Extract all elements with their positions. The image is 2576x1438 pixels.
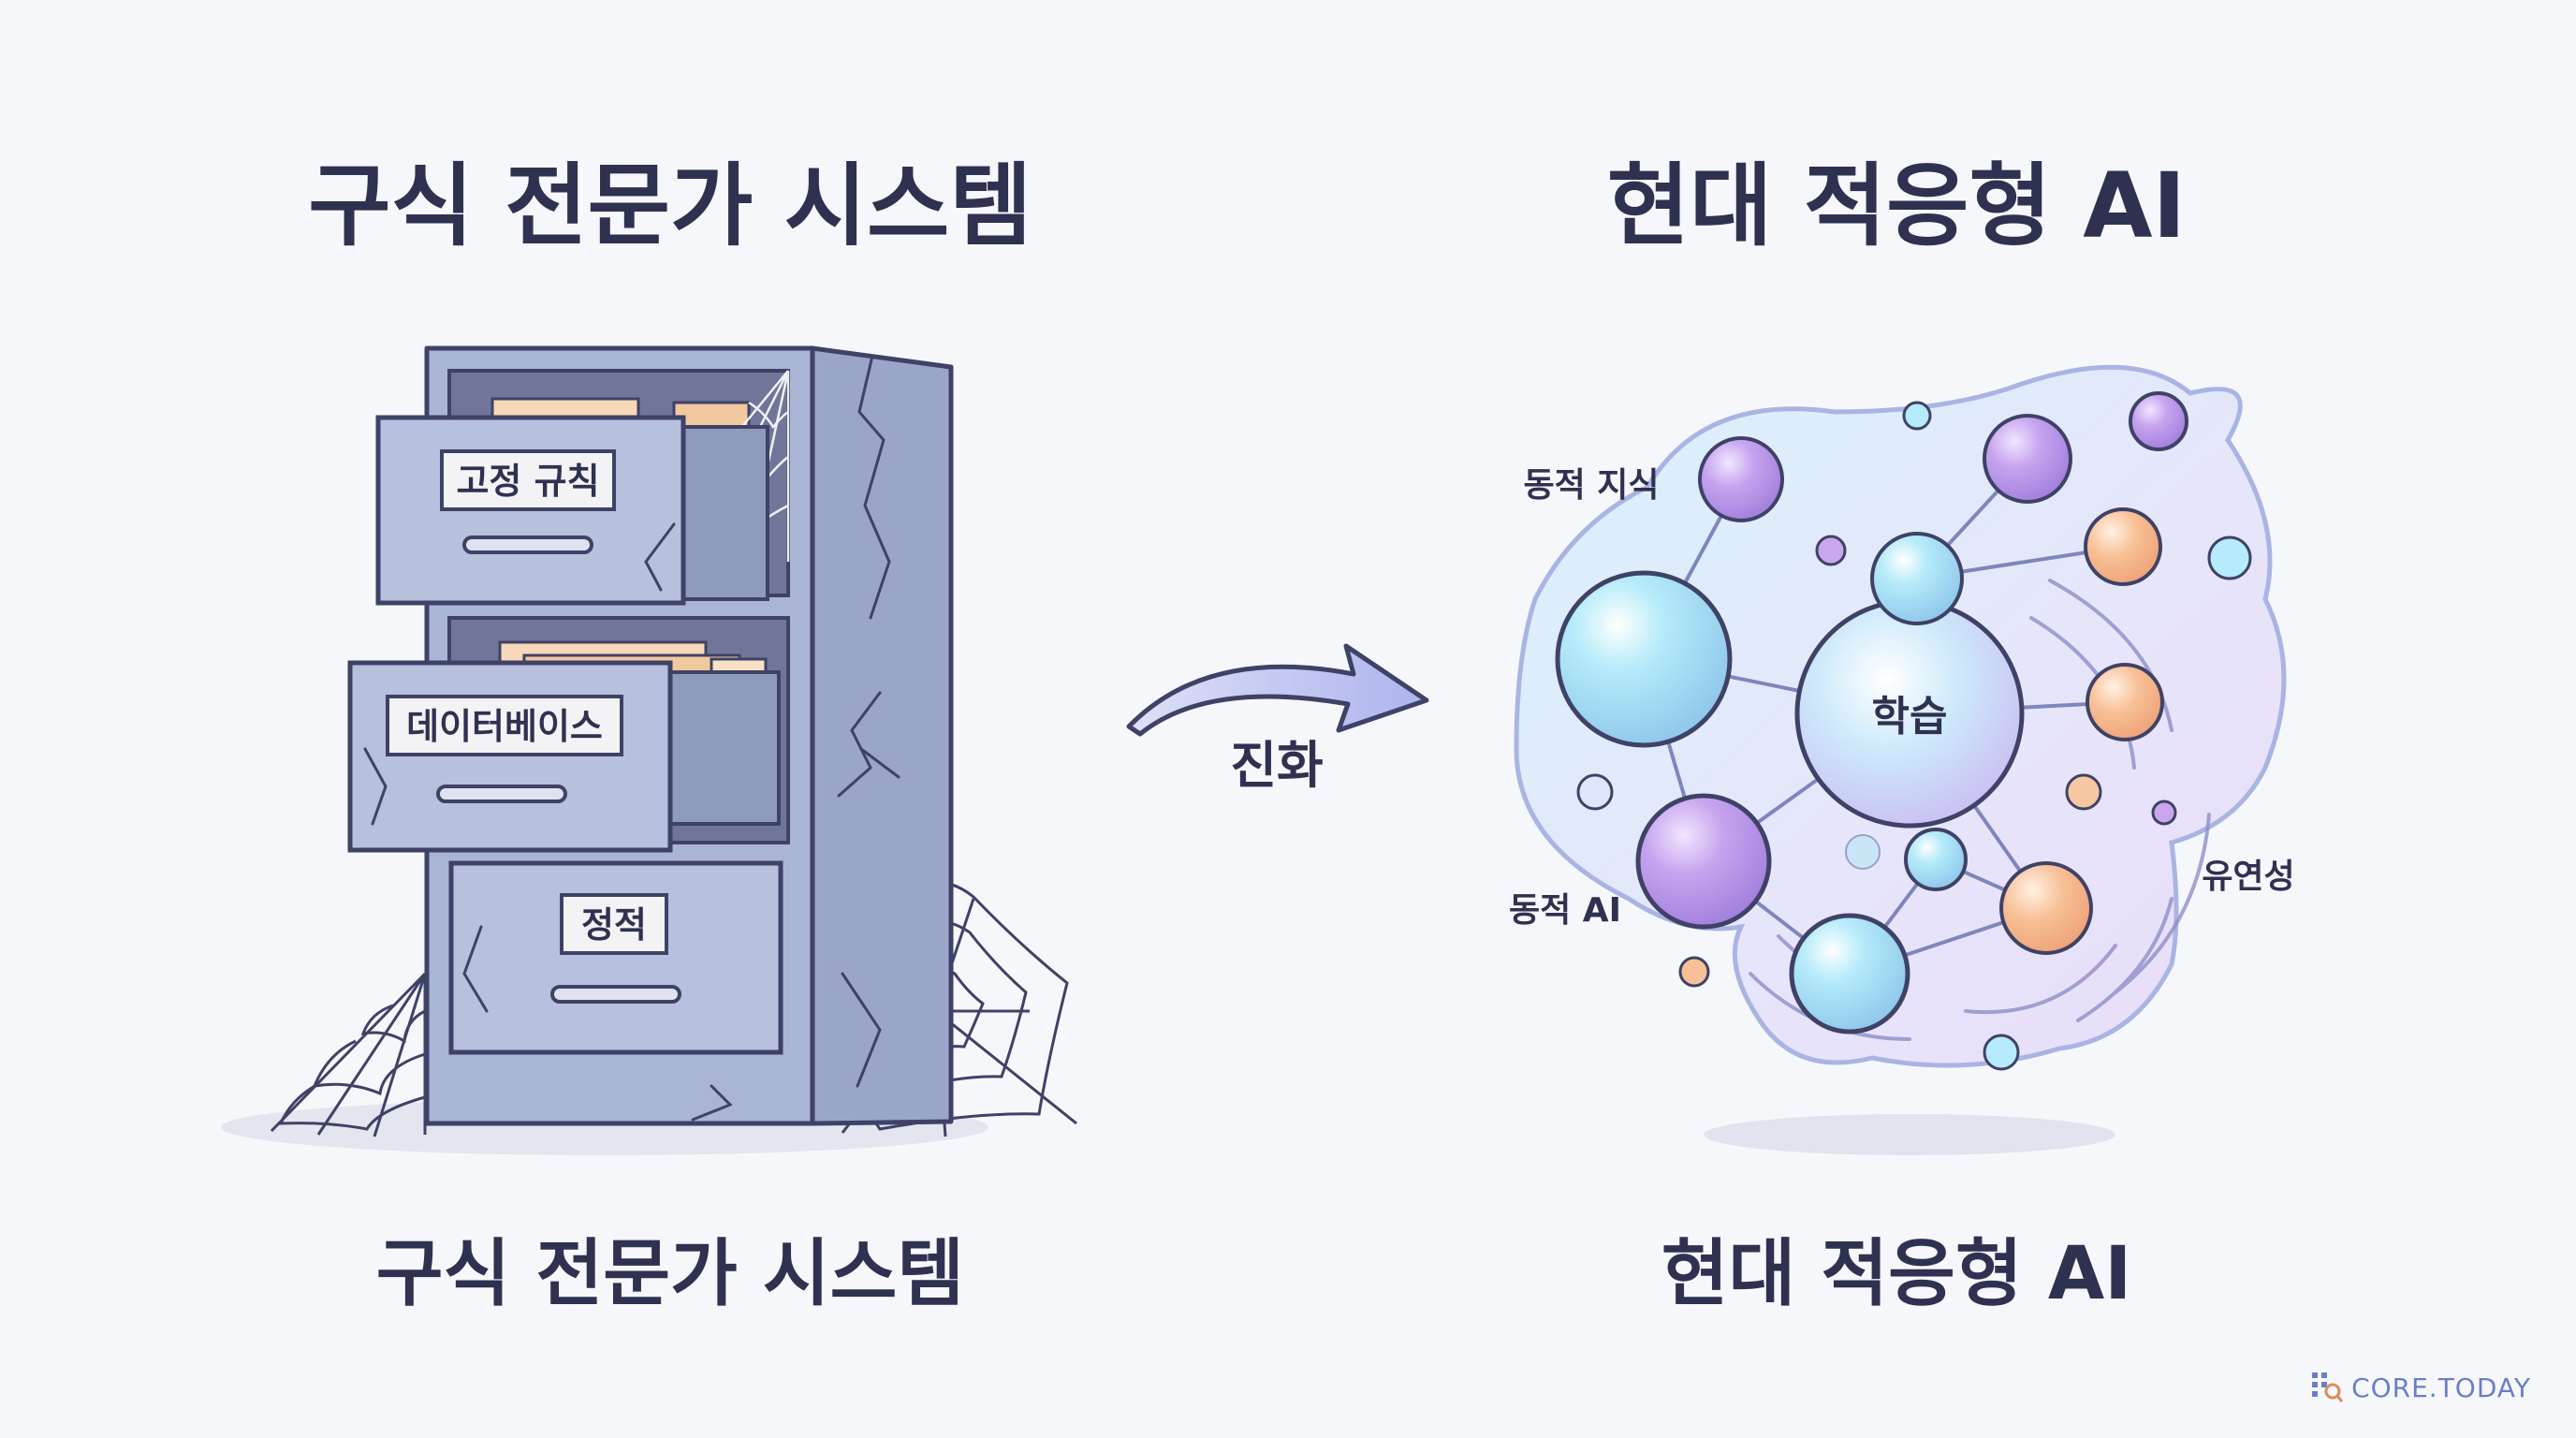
modern-ai-caption: 현대 적응형 AI bbox=[1661, 1232, 2132, 1316]
node-small-blue bbox=[1904, 828, 1968, 891]
network-shadow bbox=[1704, 1114, 2115, 1155]
evolution-arrow bbox=[1126, 643, 1429, 737]
drawer-bottom-handle bbox=[550, 985, 681, 1004]
network-center-label: 학습 bbox=[1872, 693, 1948, 741]
brand-text: CORE.TODAY bbox=[2351, 1372, 2531, 1403]
cabinet-side bbox=[810, 345, 954, 1126]
modern-ai-title: 현대 적응형 AI bbox=[1606, 154, 2187, 258]
cobweb-left-icon bbox=[270, 972, 427, 1137]
node-bottom-blue bbox=[1789, 913, 1910, 1034]
node-top-right-purple bbox=[1983, 414, 2072, 504]
drawer-middle-label: 데이터베이스 bbox=[406, 706, 603, 747]
drawer-top-label: 고정 규칙 bbox=[456, 461, 599, 502]
node-left-purple bbox=[1635, 793, 1772, 930]
network-label-flexibility: 유연성 bbox=[2202, 858, 2294, 896]
old-system-caption: 구식 전문가 시스템 bbox=[375, 1232, 965, 1316]
node-mixed bbox=[1999, 861, 2093, 955]
brand-logo-icon bbox=[2312, 1372, 2344, 1402]
node-orange-1 bbox=[2084, 507, 2162, 586]
network-label-dynamic-knowledge: 동적 지식 bbox=[1523, 466, 1659, 505]
node-orange-2 bbox=[2086, 663, 2164, 741]
filing-cabinet bbox=[221, 345, 1077, 1155]
brand-watermark: CORE.TODAY bbox=[2310, 1371, 2531, 1404]
drawer-bottom bbox=[448, 860, 783, 1055]
drawer-middle-label-box bbox=[386, 695, 623, 756]
drawer-middle-handle bbox=[436, 785, 567, 803]
node-top-purple bbox=[1698, 436, 1784, 522]
adaptive-network bbox=[1514, 364, 2287, 1155]
drawer-bottom-label-box bbox=[560, 893, 668, 955]
drawer-top-handle bbox=[462, 536, 593, 554]
old-system-title: 구식 전문가 시스템 bbox=[308, 154, 1032, 258]
node-top-blue bbox=[1870, 532, 1964, 625]
drawer-bottom-label: 정적 bbox=[581, 904, 647, 946]
network-label-dynamic-ai: 동적 AI bbox=[1509, 891, 1621, 930]
node-large-blue bbox=[1555, 570, 1733, 748]
crack-lines bbox=[363, 354, 900, 1122]
drawer-top-label-box bbox=[440, 449, 616, 511]
evolution-arrow-label: 진화 bbox=[1230, 736, 1323, 795]
